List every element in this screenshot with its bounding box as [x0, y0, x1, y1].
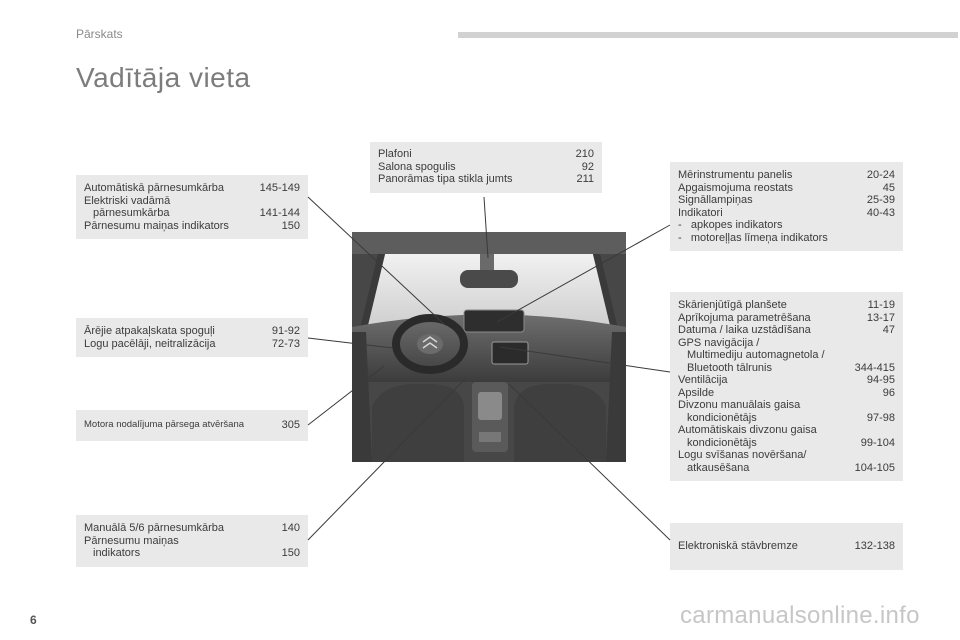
cockpit-photo — [352, 232, 626, 462]
list-item: - motoreļļas līmeņa indikators — [678, 231, 828, 244]
list-item: Logu svīšanas novēršana/ — [678, 449, 807, 461]
page-number: 6 — [30, 613, 37, 627]
list-item: Automātiskais divzonu gaisa — [678, 424, 817, 436]
section-label: Pārskats — [76, 27, 123, 41]
header-bar — [458, 32, 958, 38]
list-item: - apkopes indikators — [678, 219, 783, 231]
list-item: Pārnesumu maiņas — [84, 534, 179, 547]
list-item: Elektriski vadāmā — [84, 194, 171, 207]
watermark: carmanualsonline.info — [680, 602, 920, 629]
cockpit-illustration — [352, 232, 626, 462]
list-item: GPS navigācija / — [678, 336, 760, 349]
list-item: Divzonu manuālais gaisa — [678, 399, 801, 411]
list-item: Multimediju automagnetola / — [687, 349, 825, 361]
page-title: Vadītāja vieta — [76, 62, 251, 93]
